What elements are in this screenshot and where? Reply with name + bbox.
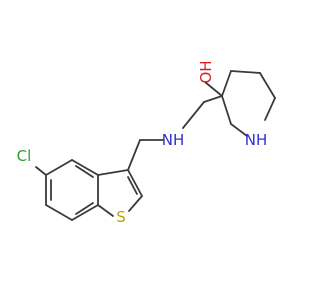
bond [71, 204, 99, 221]
bond [97, 169, 129, 176]
bond-double-inner [75, 202, 94, 215]
bond-double-inner [75, 165, 94, 178]
bond [230, 123, 248, 137]
bond [204, 81, 223, 97]
bond-double-inner [127, 176, 138, 195]
molecule-structure: Cl S NH OH NH [17, 60, 276, 226]
bond [127, 139, 141, 171]
bond [45, 159, 73, 176]
structure-canvas: Cl S NH OH NH [17, 60, 276, 226]
hydroxyl-label: OH [197, 60, 215, 83]
bond [128, 195, 143, 212]
bond [264, 97, 276, 121]
bonds [35, 70, 276, 221]
bond [221, 95, 232, 125]
piperidine-nh-label: NH [245, 131, 268, 149]
bond [127, 169, 143, 197]
bond [45, 204, 73, 221]
bond [182, 101, 205, 129]
bond [71, 159, 99, 176]
atom-labels: Cl S NH OH NH [17, 60, 268, 226]
sulfur-label: S [116, 208, 126, 226]
chlorine-label: Cl [17, 147, 32, 165]
bond [230, 70, 261, 74]
amine-label: NH [162, 131, 185, 149]
bond [97, 204, 114, 217]
bond [35, 166, 47, 176]
bond [203, 95, 223, 103]
bond [221, 70, 232, 97]
bond [259, 72, 276, 99]
